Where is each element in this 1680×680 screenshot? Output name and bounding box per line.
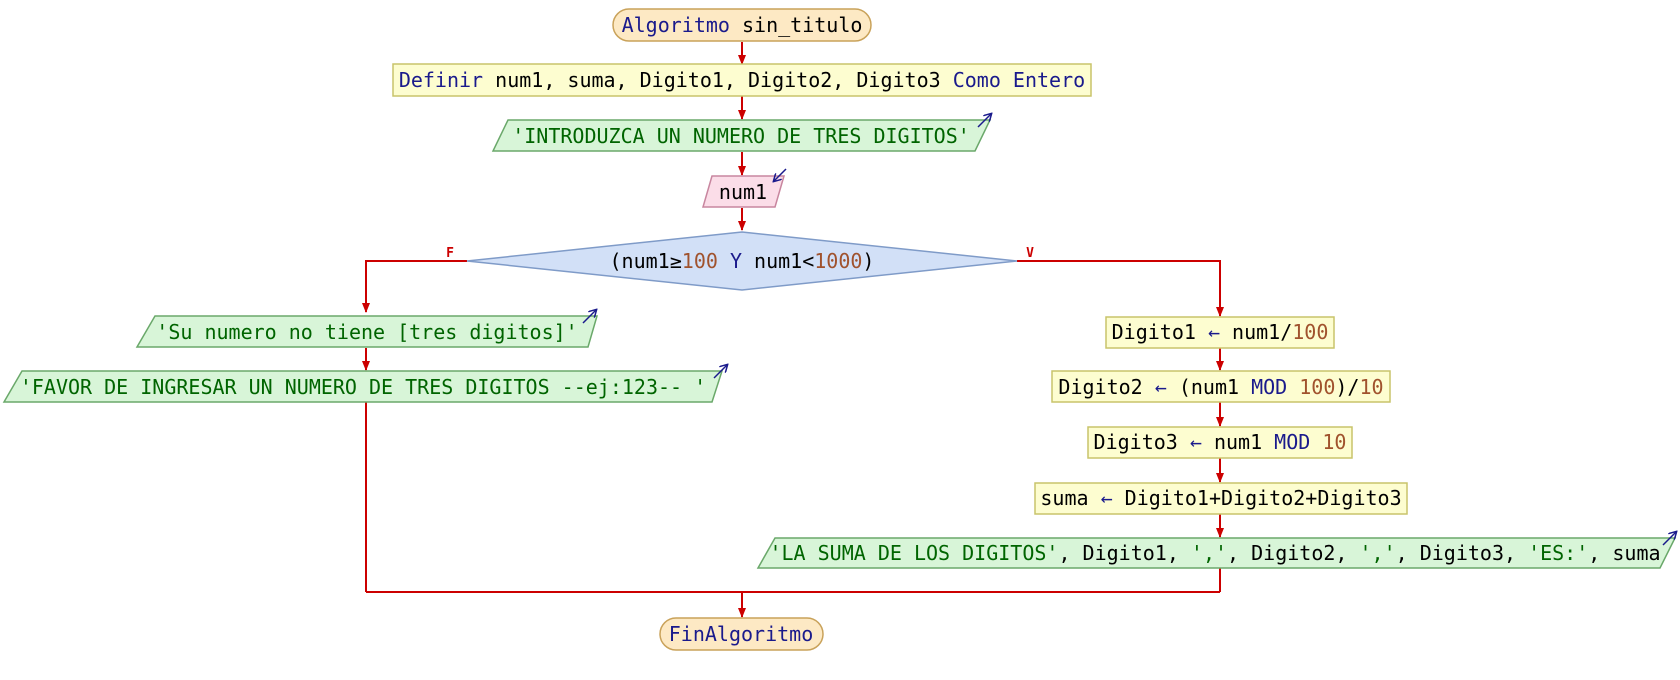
false-label: F [446, 246, 454, 261]
start-text: Algoritmo sin_titulo [622, 13, 863, 37]
assign4-segment: suma [1040, 486, 1100, 510]
false-message-1: 'Su numero no tiene [tres digitos]' [135, 310, 598, 348]
result_msg-segment: 'ES:' [1528, 541, 1588, 565]
define-segment: num1, suma, Digito1, Digito2, Digito3 [483, 68, 953, 92]
assign2-segment: 10 [1359, 375, 1383, 399]
condition-segment: 100 [682, 249, 718, 273]
condition-text: (num1≥100 Y num1<1000) [610, 249, 875, 273]
assign-suma: suma ← Digito1+Digito2+Digito3 [1034, 482, 1408, 515]
assign1-segment: ← [1208, 320, 1220, 344]
decision-diamond: (num1≥100 Y num1<1000) F V [446, 231, 1034, 291]
assign2-text: Digito2 ← (num1 MOD 100)/10 [1058, 375, 1383, 399]
result_msg-segment: ',' [1191, 541, 1227, 565]
output-arrow-icon [713, 365, 727, 379]
end-text: FinAlgoritmo [669, 622, 814, 646]
start-segment: Algoritmo [622, 13, 730, 37]
result_msg-segment: , Digito3, [1396, 541, 1528, 565]
assign1-text: Digito1 ← num1/100 [1112, 320, 1329, 344]
define-block: Definir num1, suma, Digito1, Digito2, Di… [392, 63, 1092, 97]
assign4-segment: ← [1101, 486, 1113, 510]
result_msg-segment: 'LA SUMA DE LOS DIGITOS' [769, 541, 1058, 565]
assign3-text: Digito3 ← num1 MOD 10 [1094, 430, 1347, 454]
end-terminal: FinAlgoritmo [659, 617, 824, 651]
end-segment: FinAlgoritmo [669, 622, 814, 646]
start-terminal: Algoritmo sin_titulo [612, 8, 872, 42]
output-arrow-icon [977, 114, 991, 128]
assign3-segment: ← [1190, 430, 1202, 454]
assign-digito3: Digito3 ← num1 MOD 10 [1087, 426, 1353, 459]
assign4-text: suma ← Digito1+Digito2+Digito3 [1040, 486, 1401, 510]
result-output: 'LA SUMA DE LOS DIGITOS', Digito1, ',', … [756, 532, 1676, 569]
assign4-segment: Digito1+Digito2+Digito3 [1113, 486, 1402, 510]
condition-segment: Y [718, 249, 754, 273]
define-segment: Definir [399, 68, 483, 92]
condition-segment: ≥ [670, 249, 682, 273]
output-arrow-icon [1662, 532, 1676, 546]
assign1-segment: Digito1 [1112, 320, 1208, 344]
assign2-segment: MOD [1251, 375, 1287, 399]
prompt-text: 'INTRODUZCA UN NUMERO DE TRES DIGITOS' [512, 124, 970, 148]
output-arrow-icon [582, 310, 596, 324]
assign2-segment: 100 [1299, 375, 1335, 399]
read-text: num1 [719, 180, 767, 204]
assign3-segment: num1 [1202, 430, 1274, 454]
input-arrow-icon [774, 168, 787, 181]
result_msg-segment: , suma [1588, 541, 1660, 565]
assign2-segment [1287, 375, 1299, 399]
condition-segment: num1< [754, 249, 814, 273]
read_var-segment: num1 [719, 180, 767, 204]
assign2-segment: Digito2 [1058, 375, 1154, 399]
assign3-segment [1310, 430, 1322, 454]
arrow-true-branch [1017, 260, 1224, 317]
assign-digito1: Digito1 ← num1/100 [1105, 316, 1335, 349]
result_msg-segment: , Digito1, [1058, 541, 1190, 565]
assign3-segment: 10 [1322, 430, 1346, 454]
result-text: 'LA SUMA DE LOS DIGITOS', Digito1, ',', … [769, 541, 1660, 565]
assign1-segment: 100 [1292, 320, 1328, 344]
false-message-2: 'FAVOR DE INGRESAR UN NUMERO DE TRES DIG… [2, 365, 727, 403]
assign2-segment: )/ [1335, 375, 1359, 399]
assign1-segment: num1/ [1220, 320, 1292, 344]
define-segment: Como Entero [953, 68, 1085, 92]
false-msg1-text: 'Su numero no tiene [tres digitos]' [156, 320, 577, 344]
connectors [362, 42, 1224, 618]
assign2-segment: ← [1155, 375, 1167, 399]
assign2-segment: (num1 [1167, 375, 1251, 399]
false_msg1-segment: 'Su numero no tiene [tres digitos]' [156, 320, 577, 344]
result_msg-segment: , Digito2, [1227, 541, 1359, 565]
condition-segment: ) [862, 249, 874, 273]
result_msg-segment: ',' [1359, 541, 1395, 565]
true-label: V [1026, 246, 1034, 261]
false_msg2-segment: 'FAVOR DE INGRESAR UN NUMERO DE TRES DIG… [20, 375, 706, 399]
condition-segment: 1000 [814, 249, 862, 273]
assign3-segment: MOD [1274, 430, 1310, 454]
read-input: num1 [702, 168, 787, 208]
prompt-output: 'INTRODUZCA UN NUMERO DE TRES DIGITOS' [491, 114, 991, 152]
arrow-false-branch [362, 260, 467, 313]
start-segment: sin_titulo [730, 13, 862, 37]
prompt-segment: 'INTRODUZCA UN NUMERO DE TRES DIGITOS' [512, 124, 970, 148]
false-msg2-text: 'FAVOR DE INGRESAR UN NUMERO DE TRES DIG… [20, 375, 706, 399]
assign-digito2: Digito2 ← (num1 MOD 100)/10 [1051, 370, 1391, 403]
assign3-segment: Digito3 [1094, 430, 1190, 454]
condition-segment: (num1 [610, 249, 670, 273]
define-text: Definir num1, suma, Digito1, Digito2, Di… [399, 68, 1085, 92]
